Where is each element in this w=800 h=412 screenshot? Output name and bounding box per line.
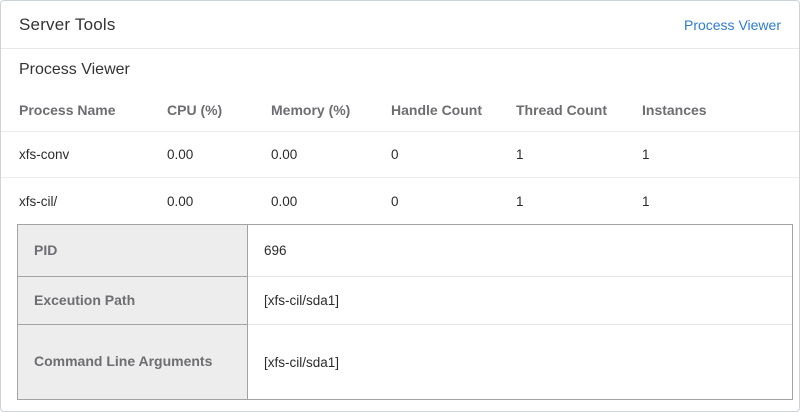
handle-count-cell: 0 bbox=[391, 147, 399, 162]
column-header-memory: Memory (%) bbox=[271, 102, 351, 118]
process-table: Process Name CPU (%) Memory (%) Handle C… bbox=[1, 89, 799, 224]
process-name-cell: xfs-conv bbox=[19, 147, 70, 162]
thread-count-cell: 1 bbox=[516, 193, 524, 209]
column-header-instances: Instances bbox=[642, 102, 707, 118]
memory-cell: 0.00 bbox=[271, 147, 298, 162]
detail-value-pid: 696 bbox=[248, 225, 792, 277]
handle-count-cell: 0 bbox=[391, 193, 399, 209]
detail-value-execution-path: [xfs-cil/sda1] bbox=[248, 277, 792, 325]
topbar: Server Tools Process Viewer bbox=[1, 1, 799, 49]
column-header-cpu: CPU (%) bbox=[167, 102, 223, 118]
page-title: Server Tools bbox=[19, 14, 116, 34]
instances-cell: 1 bbox=[642, 147, 650, 162]
table-row-xfs-cil[interactable]: xfs-cil/ 0.00 0.00 0 1 1 bbox=[1, 178, 799, 224]
process-details-panel: PID 696 Exceution Path [xfs-cil/sda1] Co… bbox=[17, 224, 793, 400]
cpu-cell: 0.00 bbox=[167, 193, 194, 209]
process-table-header: Process Name CPU (%) Memory (%) Handle C… bbox=[1, 89, 799, 132]
table-row-xfs-conv[interactable]: xfs-conv 0.00 0.00 0 1 1 bbox=[1, 132, 799, 178]
process-name-cell: xfs-cil/ bbox=[19, 193, 58, 209]
detail-label-execution-path: Exceution Path bbox=[18, 277, 248, 325]
memory-cell: 0.00 bbox=[271, 193, 298, 209]
cpu-cell: 0.00 bbox=[167, 147, 194, 162]
process-viewer-link[interactable]: Process Viewer bbox=[683, 16, 781, 33]
thread-count-cell: 1 bbox=[516, 147, 524, 162]
column-header-process-name: Process Name bbox=[19, 102, 116, 118]
detail-value-command-line-arguments: [xfs-cil/sda1] bbox=[248, 325, 792, 399]
detail-label-command-line-arguments: Command Line Arguments bbox=[18, 325, 248, 399]
column-header-handle-count: Handle Count bbox=[391, 102, 482, 118]
detail-label-pid: PID bbox=[18, 225, 248, 277]
instances-cell: 1 bbox=[642, 193, 650, 209]
section-title: Process Viewer bbox=[19, 61, 130, 78]
column-header-thread-count: Thread Count bbox=[516, 102, 607, 118]
